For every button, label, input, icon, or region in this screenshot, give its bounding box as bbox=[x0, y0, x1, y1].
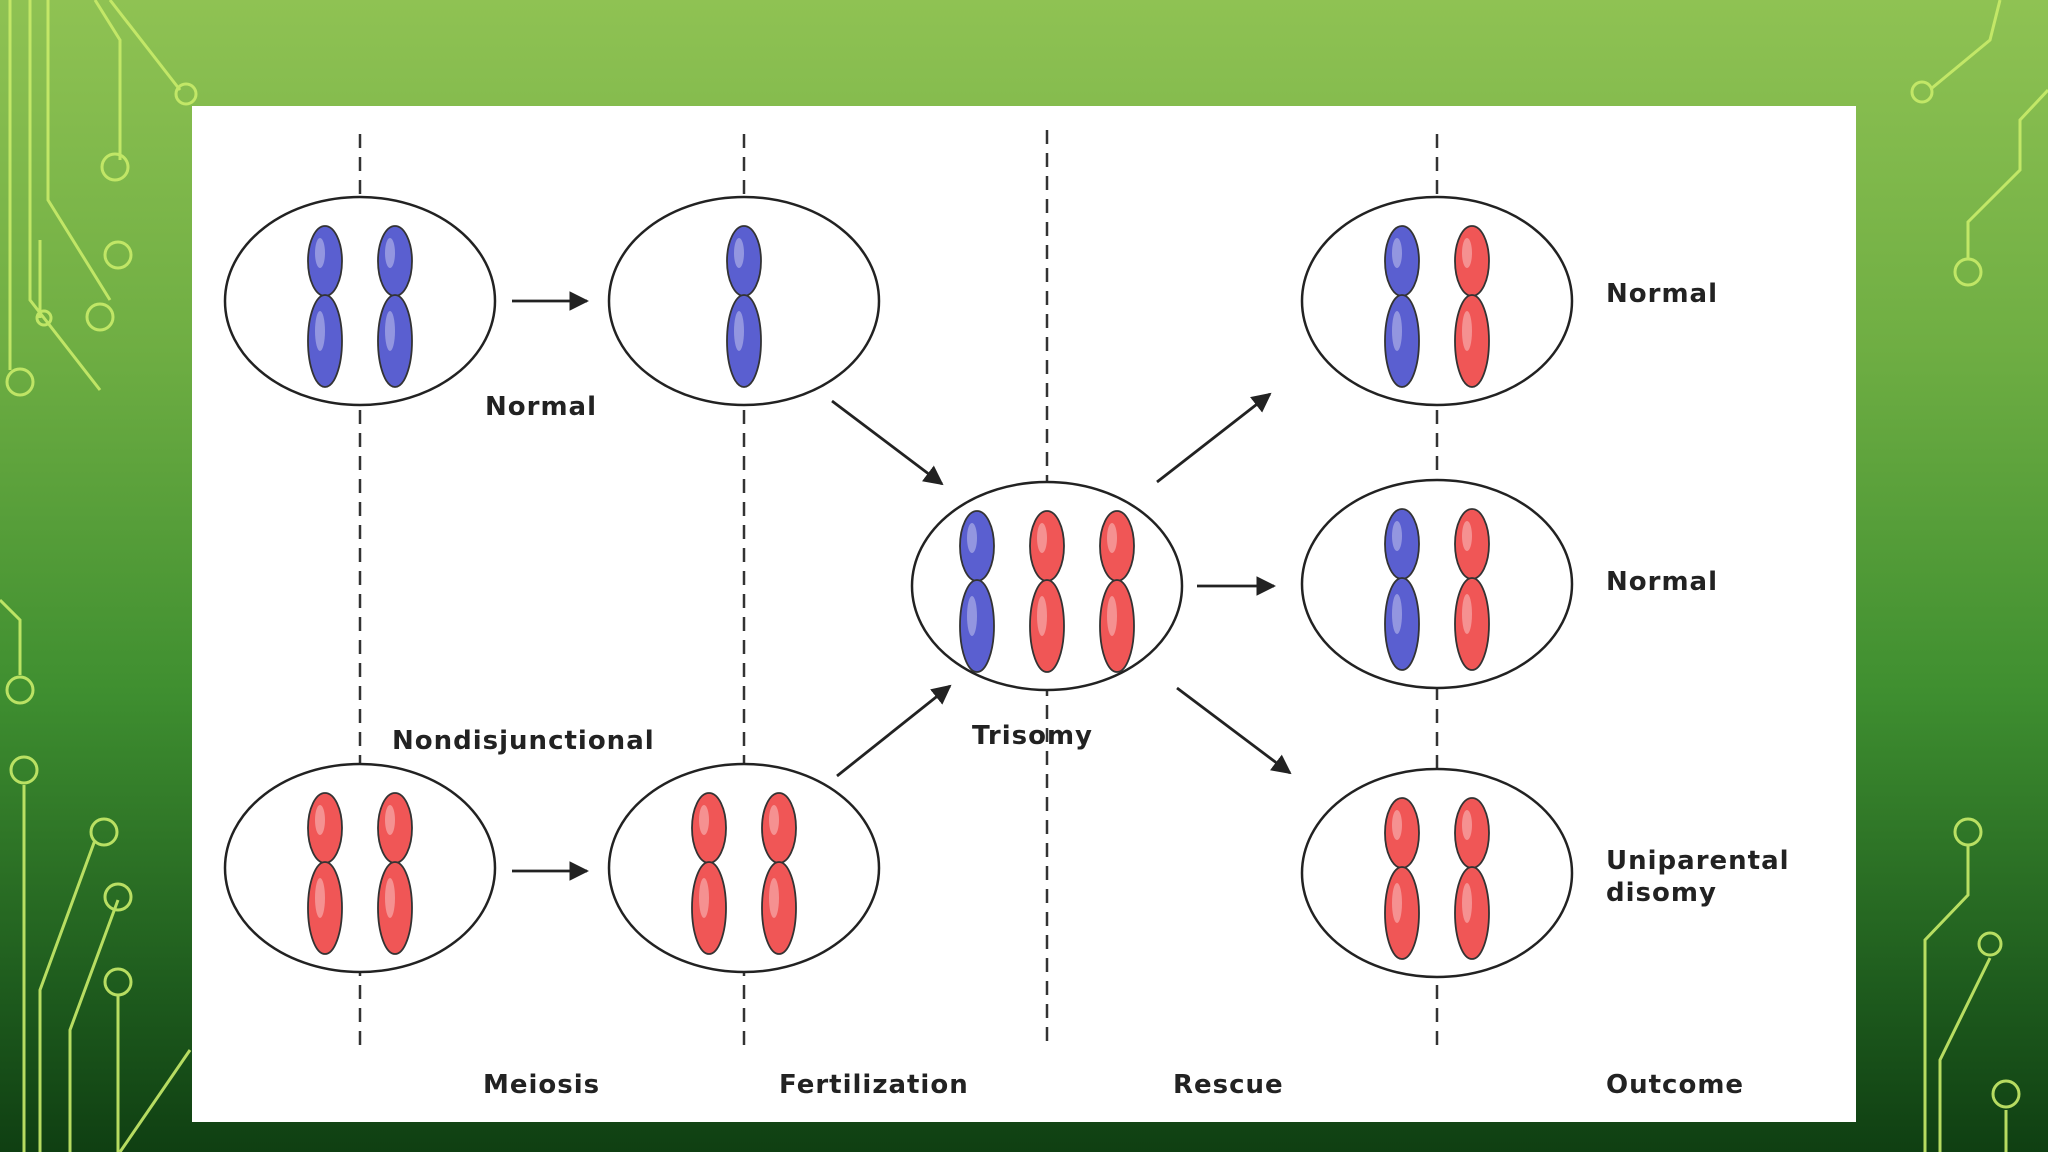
chromosome-maternal bbox=[1454, 225, 1490, 388]
label-outcome-normal-2: Normal bbox=[1606, 567, 1718, 597]
circuit-line bbox=[118, 1049, 192, 1152]
cell-membrane bbox=[223, 762, 497, 974]
chromosome-maternal bbox=[307, 792, 343, 955]
cell-membrane bbox=[1300, 195, 1574, 407]
label-outcome-normal-1: Normal bbox=[1606, 279, 1718, 309]
circuit-node bbox=[9, 755, 39, 785]
arrow-top-to-trisomy bbox=[831, 399, 944, 486]
cell-membrane bbox=[607, 762, 881, 974]
stage-meiosis: Meiosis bbox=[483, 1070, 601, 1100]
circuit-node bbox=[89, 817, 119, 847]
circuit-node bbox=[174, 82, 198, 106]
cell-outcome-1 bbox=[1300, 195, 1574, 407]
arrow-bottom-to-trisomy bbox=[836, 684, 952, 778]
circuit-line bbox=[1966, 88, 2048, 258]
chromosome-maternal bbox=[1029, 510, 1065, 673]
circuit-line bbox=[1931, 0, 2002, 90]
circuit-node bbox=[103, 967, 133, 997]
circuit-node bbox=[5, 675, 35, 705]
stage-rescue: Rescue bbox=[1173, 1070, 1284, 1100]
circuit-line bbox=[46, 0, 112, 301]
label-normal-gamete: Normal bbox=[485, 392, 597, 422]
label-uniparental-disomy: Uniparental disomy bbox=[1606, 845, 1790, 909]
circuit-line bbox=[1923, 845, 1970, 1152]
circuit-node bbox=[1953, 257, 1983, 287]
chromosome-paternal bbox=[307, 225, 343, 388]
circuit-line bbox=[93, 0, 122, 160]
cell-meiosis-bottom bbox=[223, 762, 497, 974]
cell-membrane bbox=[223, 195, 497, 407]
cell-outcome-2 bbox=[1300, 478, 1574, 690]
circuit-line bbox=[38, 839, 97, 1152]
chromosome-maternal bbox=[1099, 510, 1135, 673]
arrow-rescue-1 bbox=[1156, 392, 1272, 484]
circuit-node bbox=[103, 240, 133, 270]
circuit-line bbox=[108, 0, 182, 91]
arrow-rescue-3 bbox=[1176, 686, 1292, 775]
label-nondisjunctional: Nondisjunctional bbox=[392, 726, 655, 756]
chromosome-paternal bbox=[959, 510, 995, 673]
label-trisomy: Trisomy bbox=[972, 721, 1093, 751]
cell-gamete-top bbox=[607, 195, 881, 407]
circuit-line bbox=[1938, 957, 1992, 1152]
cell-meiosis-top bbox=[223, 195, 497, 407]
chromosome-maternal bbox=[1384, 797, 1420, 960]
cell-membrane bbox=[1300, 478, 1574, 690]
circuit-node bbox=[100, 152, 130, 182]
uniparental-disomy-diagram bbox=[223, 130, 1574, 1046]
chromosome-maternal bbox=[1454, 508, 1490, 671]
stage-fertilization: Fertilization bbox=[779, 1070, 969, 1100]
chromosome-maternal bbox=[1454, 797, 1490, 960]
cell-trisomy bbox=[910, 480, 1184, 692]
chromosome-maternal bbox=[377, 792, 413, 955]
chromosome-paternal bbox=[1384, 508, 1420, 671]
chromosome-paternal bbox=[377, 225, 413, 388]
diagram-card: Normal Nondisjunctional Trisomy Normal N… bbox=[192, 106, 1856, 1122]
cell-membrane bbox=[1300, 767, 1574, 979]
circuit-line bbox=[68, 899, 120, 1152]
chromosome-paternal bbox=[726, 225, 762, 388]
circuit-node bbox=[1991, 1079, 2021, 1109]
cell-outcome-3 bbox=[1300, 767, 1574, 979]
circuit-node bbox=[1953, 817, 1983, 847]
circuit-node bbox=[1910, 80, 1934, 104]
stage-outcome: Outcome bbox=[1606, 1070, 1745, 1100]
circuit-node bbox=[103, 882, 133, 912]
circuit-node bbox=[35, 309, 53, 327]
circuit-node bbox=[5, 367, 35, 397]
chromosome-maternal bbox=[691, 792, 727, 955]
chromosome-paternal bbox=[1384, 225, 1420, 388]
cell-gamete-bottom bbox=[607, 762, 881, 974]
circuit-node bbox=[85, 302, 115, 332]
circuit-line bbox=[0, 598, 22, 675]
label-uniparental: Uniparental bbox=[1606, 846, 1790, 876]
label-disomy: disomy bbox=[1606, 878, 1717, 908]
circuit-line bbox=[28, 0, 102, 391]
circuit-node bbox=[1977, 931, 2003, 957]
chromosome-maternal bbox=[761, 792, 797, 955]
